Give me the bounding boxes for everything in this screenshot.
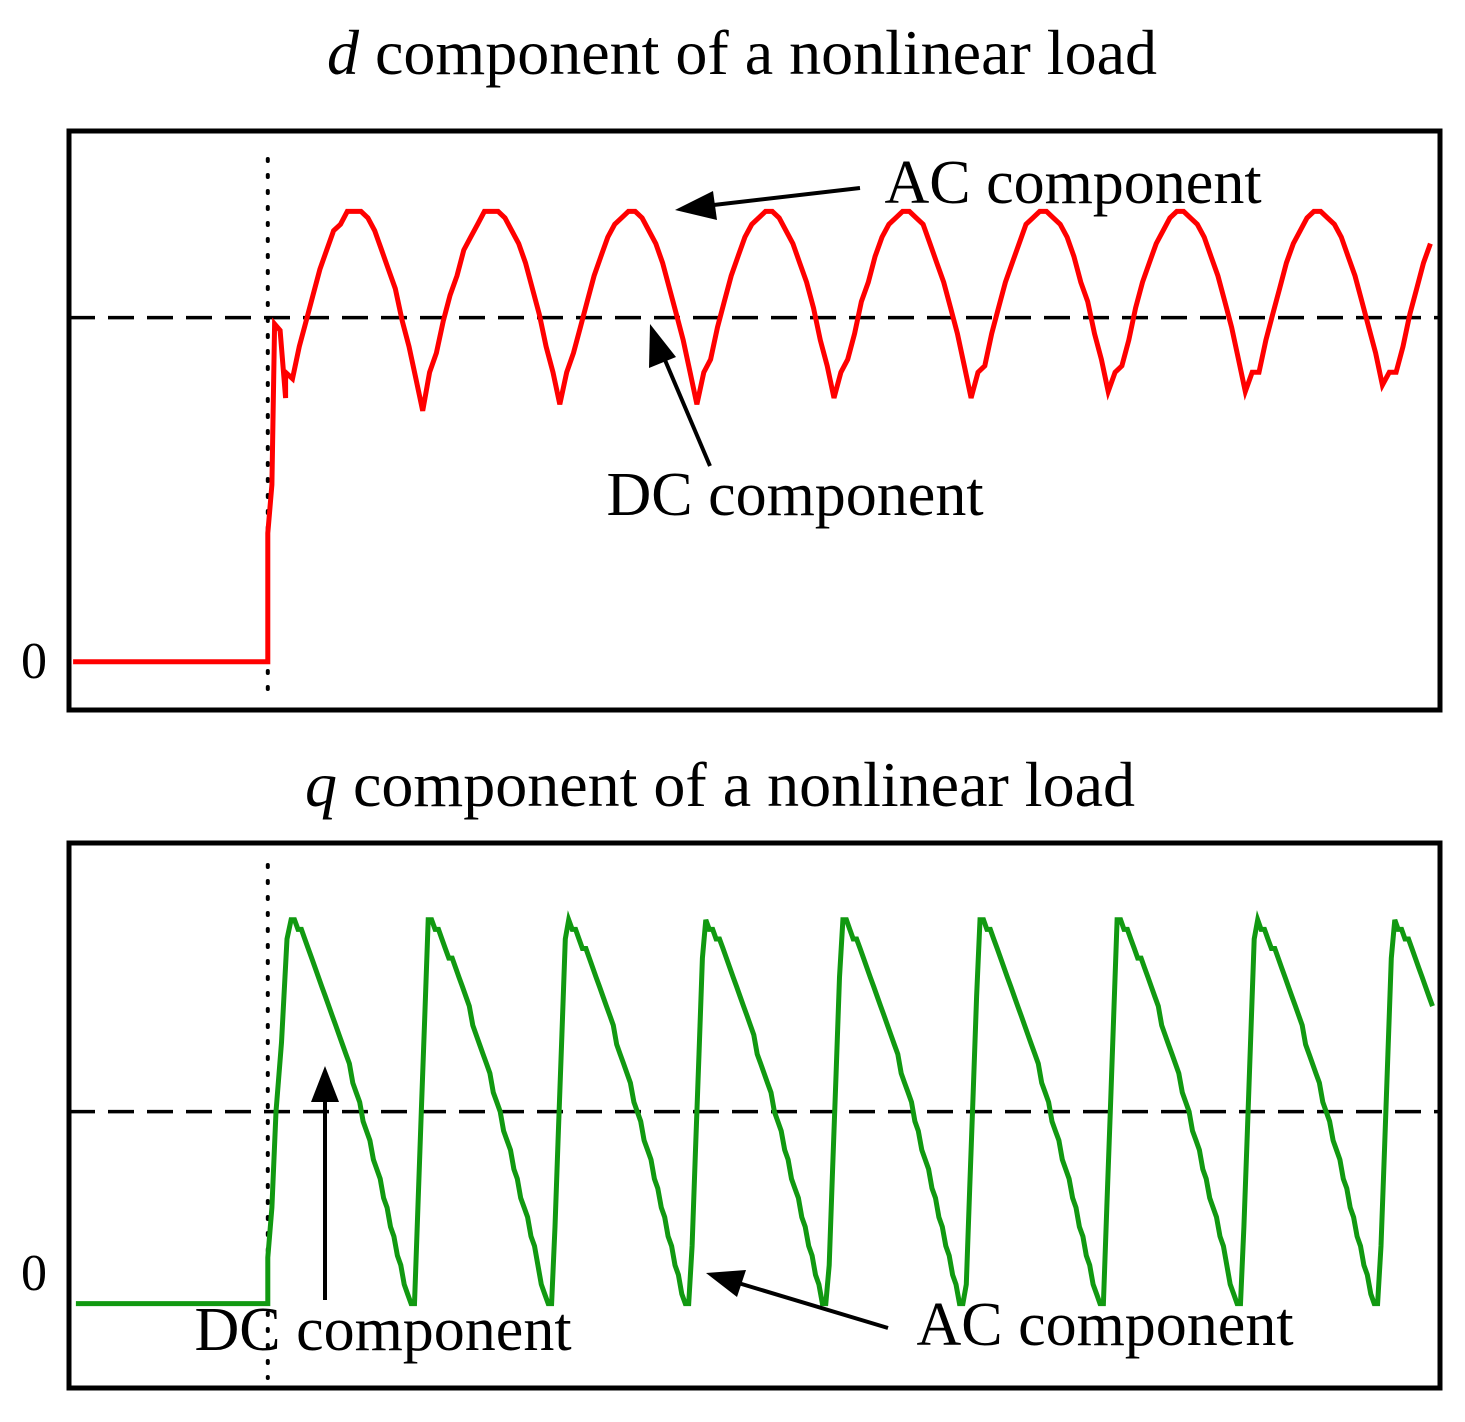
q-chart-series-line [75, 910, 1435, 1307]
d-chart-title-variable: d [327, 17, 360, 88]
q-chart-ac-label: AC component [916, 1291, 1293, 1359]
q-chart-dc-label: DC component [194, 1296, 571, 1364]
d-chart-dc-arrow [649, 324, 712, 467]
q-chart-frame [66, 840, 1443, 1391]
d-chart-dc-label: DC component [606, 461, 983, 529]
q-chart-dc-arrow [311, 1066, 339, 1300]
d-chart: d component of a nonlinear load 0 AC com… [21, 17, 1443, 713]
d-chart-ac-arrow [675, 186, 861, 220]
d-chart-frame [66, 128, 1443, 713]
d-chart-ytick-zero: 0 [21, 633, 47, 690]
q-chart-ytick-zero: 0 [21, 1245, 47, 1302]
d-chart-title-text: component of a nonlinear load [359, 17, 1157, 88]
q-chart-title-text: component of a nonlinear load [337, 749, 1135, 820]
q-chart: q component of a nonlinear load 0 DC com… [21, 749, 1443, 1391]
q-chart-title-variable: q [305, 749, 337, 820]
q-chart-title: q component of a nonlinear load [305, 749, 1135, 820]
d-chart-ac-label: AC component [884, 149, 1261, 217]
d-chart-series-line [73, 208, 1433, 665]
q-chart-ac-arrow [706, 1270, 889, 1330]
d-chart-title: d component of a nonlinear load [327, 17, 1157, 88]
